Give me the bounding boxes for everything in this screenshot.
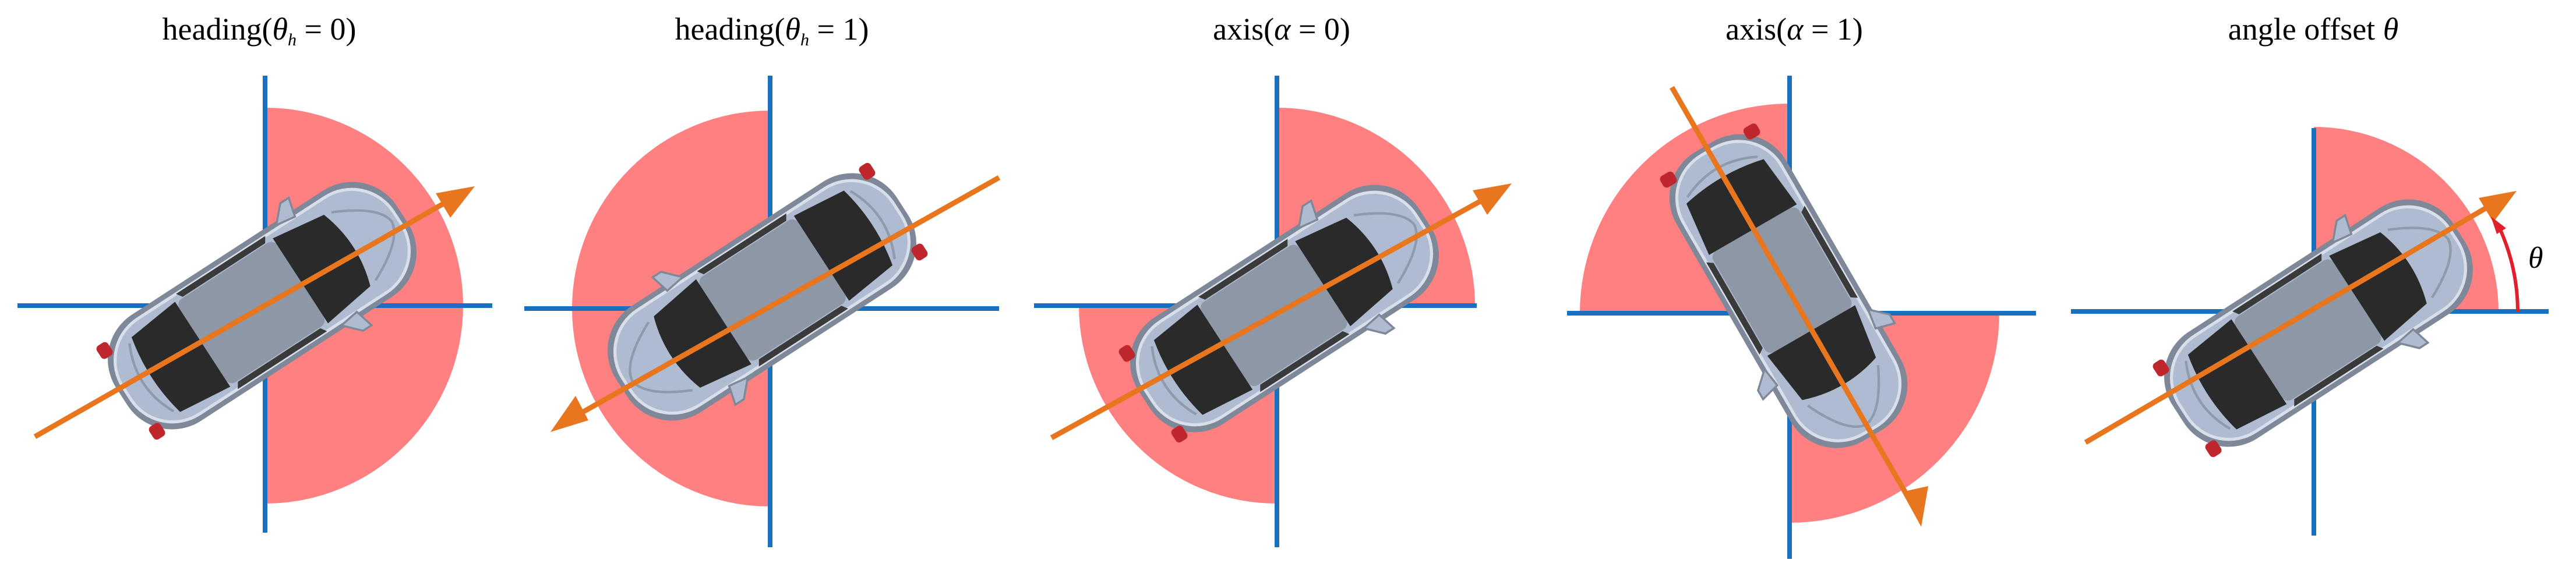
panel-axis-0: axis(α = 0): [1025, 0, 1538, 574]
panel-diagram: [17, 76, 492, 533]
panel-angle-offset: angle offset θ θ: [2051, 0, 2576, 574]
arrow-head-forward: [2479, 191, 2517, 222]
theta-label: θ: [2528, 242, 2543, 275]
panel-title: axis(α = 1): [1725, 12, 1863, 47]
panel-heading-1: heading(θh = 1): [518, 0, 1025, 574]
panel-diagram: [1567, 76, 2036, 559]
direction-arrow: [2084, 201, 2495, 445]
panel-title: axis(α = 0): [1213, 12, 1350, 47]
arrow-head-forward: [1473, 183, 1512, 215]
panel-diagram: [1034, 76, 1512, 547]
panel-heading-0: heading(θh = 0): [0, 0, 518, 574]
panel-title: heading(θh = 1): [675, 12, 869, 49]
direction-arrow: [1670, 86, 1913, 504]
angle-arc-arrowhead: [2491, 217, 2506, 234]
panel-axis-1: axis(α = 1): [1538, 0, 2051, 574]
panel-title: angle offset θ: [2228, 12, 2399, 47]
direction-arrow: [33, 197, 453, 439]
arrow-head-forward: [436, 186, 475, 218]
panel-title: heading(θh = 0): [162, 12, 357, 49]
angle-arc: [2497, 226, 2519, 312]
arrow-head-down: [1902, 486, 1928, 527]
panel-diagram: [524, 76, 1001, 547]
panel-diagram: θ: [2071, 127, 2549, 536]
arrow-head-backward: [551, 396, 588, 432]
direction-arrow: [1050, 194, 1490, 440]
direction-arrow: [563, 175, 1001, 424]
